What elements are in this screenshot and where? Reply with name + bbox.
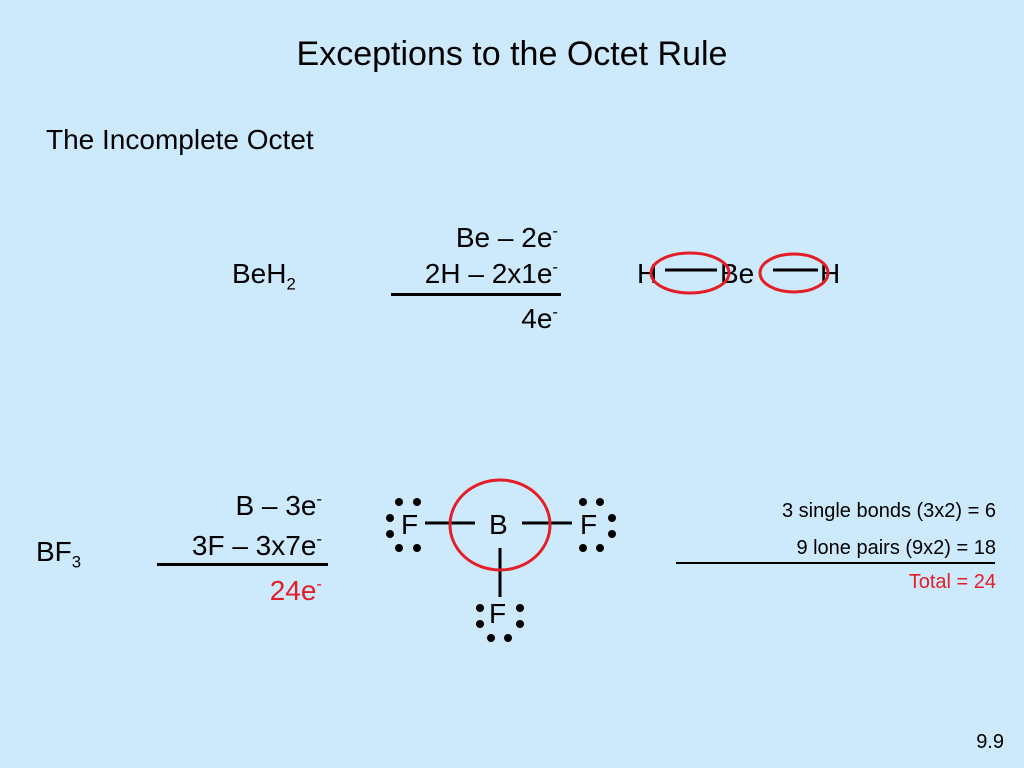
beh2-atom-be: Be [720, 258, 755, 289]
beh2-atom-h-left: H [637, 258, 658, 289]
bf3-electron-line-b: B – 3e- [235, 489, 322, 521]
bf3-count-bonds: 3 single bonds (3x2) = 6 [781, 500, 996, 522]
bf3-atom-f-left: F [401, 509, 419, 540]
bf3-atom-f-right: F [580, 509, 598, 540]
beh2-sum-rule [391, 293, 561, 296]
bf3-count-lone-pairs: 9 lone pairs (9x2) = 18 [796, 537, 996, 559]
bf3-count-total: Total = 24 [908, 571, 996, 593]
bf3-electron-total: 24e- [269, 574, 322, 606]
bf3-count-rule [676, 562, 995, 564]
beh2-electron-total: 4e- [521, 302, 558, 334]
beh2-electron-pair-highlight-left [649, 251, 731, 295]
bf3-formula: BF3 [36, 536, 82, 572]
beh2-electron-line-be: Be – 2e- [455, 221, 558, 253]
bf3-sum-rule [157, 563, 328, 566]
bf3-atom-f-bottom: F [489, 598, 507, 629]
beh2-atom-h-right: H [820, 258, 841, 289]
bf3-electron-line-f: 3F – 3x7e- [191, 529, 322, 561]
bf3-atom-b: B [489, 509, 508, 540]
beh2-electron-pair-highlight-right [758, 252, 830, 294]
section-heading: The Incomplete Octet [46, 124, 314, 155]
slide-title: Exceptions to the Octet Rule [296, 35, 728, 73]
beh2-electron-line-h: 2H – 2x1e- [424, 257, 558, 289]
slide-page-number: 9.9 [976, 731, 1004, 753]
beh2-formula: BeH2 [232, 258, 296, 294]
